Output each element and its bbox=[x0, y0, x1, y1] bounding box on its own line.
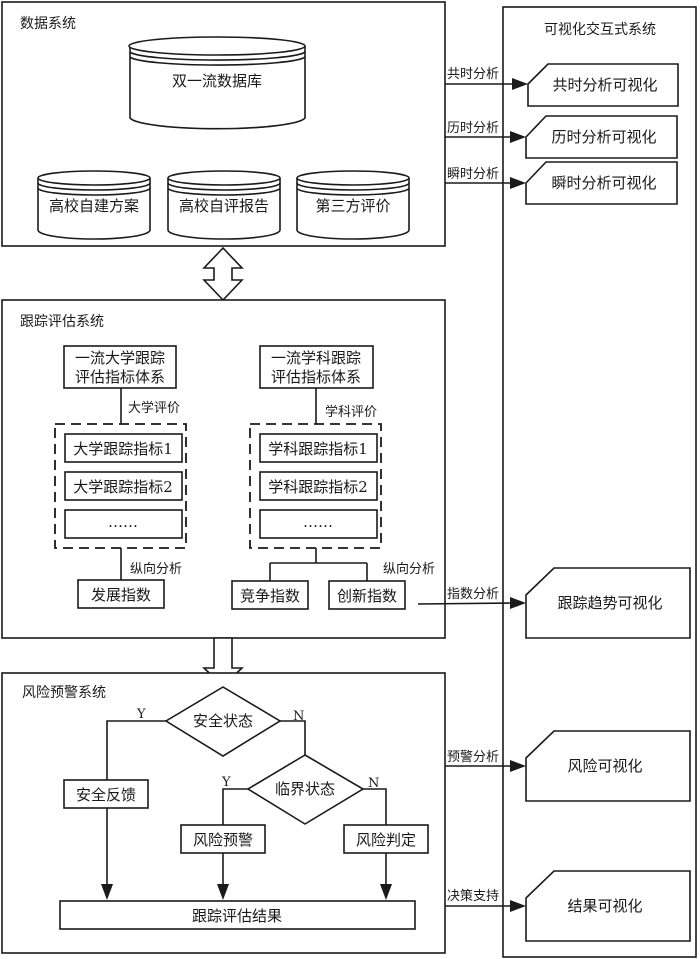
university-indicator-label: …… bbox=[108, 513, 138, 531]
university-framework-box bbox=[63, 345, 177, 389]
tracking-system: 跟踪评估系统 一流大学跟踪 评估指标体系 大学评价 大学跟踪指标1 大学跟踪指标… bbox=[1, 299, 446, 639]
arrow-head-icon bbox=[510, 131, 526, 143]
development-index-box bbox=[77, 579, 165, 609]
arrow-head-icon bbox=[101, 884, 113, 900]
discipline-analysis-label: 纵向分析 bbox=[383, 561, 435, 577]
visual-panel bbox=[525, 115, 678, 159]
link-label: 决策支持 bbox=[447, 888, 499, 904]
critical-state-decision bbox=[246, 754, 365, 825]
visual-panel bbox=[527, 63, 679, 107]
visual-panel-label: 结果可视化 bbox=[567, 897, 642, 915]
safety-state-label: 安全状态 bbox=[193, 712, 253, 730]
university-indicator-box bbox=[64, 509, 183, 539]
innovation-index-label: 创新指数 bbox=[337, 587, 397, 605]
university-indicator-label: 大学跟踪指标1 bbox=[73, 440, 173, 458]
arrow-head-icon bbox=[510, 900, 526, 912]
discipline-indicator-box bbox=[259, 509, 378, 539]
competition-index-box bbox=[231, 580, 309, 610]
link-label: 指数分析 bbox=[447, 587, 499, 602]
link-label: 共时分析 bbox=[447, 67, 499, 82]
safety-state-decision bbox=[164, 686, 282, 757]
link-label: 历时分析 bbox=[447, 121, 499, 136]
risk-judgment-box bbox=[343, 824, 429, 854]
risk-warning-box bbox=[180, 824, 266, 854]
arrow-head-icon bbox=[510, 760, 526, 772]
sub-database-cylinder: 高校自建方案 bbox=[37, 170, 151, 240]
visual-panel-label: 瞬时分析可视化 bbox=[551, 174, 656, 192]
university-analysis-label: 纵向分析 bbox=[130, 561, 182, 577]
visual-system-title: 可视化交互式系统 bbox=[544, 21, 656, 38]
risk-system-title: 风险预警系统 bbox=[22, 685, 106, 701]
visual-panel-label: 风险可视化 bbox=[567, 757, 642, 775]
discipline-indicator-label: …… bbox=[303, 513, 333, 531]
sub-database-cylinder: 高校自评报告 bbox=[167, 170, 281, 240]
discipline-framework-line1: 一流学科跟踪 bbox=[271, 349, 361, 367]
visual-panel-label: 共时分析可视化 bbox=[552, 76, 657, 94]
risk-judgment-label: 风险判定 bbox=[356, 831, 416, 849]
safe-feedback-box bbox=[63, 779, 149, 809]
arrow-head-icon bbox=[510, 597, 526, 609]
arrow-head-icon bbox=[380, 884, 392, 900]
competition-index-label: 竞争指数 bbox=[240, 587, 300, 605]
discipline-indicator-label: 学科跟踪指标1 bbox=[268, 440, 368, 458]
visual-panel-label: 历时分析可视化 bbox=[551, 128, 656, 146]
link-label: 预警分析 bbox=[447, 749, 499, 765]
main-database-label: 双一流数据库 bbox=[172, 72, 262, 90]
innovation-index-box bbox=[328, 580, 406, 610]
no-label: N bbox=[368, 776, 379, 791]
arrow-head-icon bbox=[510, 177, 526, 189]
development-index-label: 发展指数 bbox=[91, 586, 151, 604]
critical-state-label: 临界状态 bbox=[275, 780, 335, 798]
risk-warning-label: 风险预警 bbox=[193, 831, 253, 849]
data-system: 数据系统 双一流数据库 高校自建方案 高校自评报告 bbox=[1, 1, 446, 247]
arrow-head-icon bbox=[512, 78, 528, 90]
visual-panel-label: 跟踪趋势可视化 bbox=[557, 594, 662, 612]
visual-panel bbox=[525, 870, 691, 942]
discipline-indicator-box bbox=[259, 471, 378, 501]
university-indicator-box bbox=[64, 433, 183, 463]
arrow-head-icon bbox=[217, 884, 229, 900]
university-indicator-box bbox=[64, 471, 183, 501]
visual-panel bbox=[525, 161, 678, 205]
link-label: 瞬时分析 bbox=[447, 167, 499, 182]
university-framework-line1: 一流大学跟踪 bbox=[75, 349, 165, 367]
tracking-system-title: 跟踪评估系统 bbox=[20, 314, 104, 330]
bidirectional-arrow-icon bbox=[202, 246, 244, 302]
visual-panel bbox=[525, 730, 691, 802]
discipline-eval-label: 学科评价 bbox=[325, 404, 377, 420]
university-framework-line2: 评估指标体系 bbox=[75, 368, 165, 386]
risk-system: 风险预警系统 安全状态 Y N 安全反馈 临界状态 Y N 风险预警 风险判定 … bbox=[1, 672, 446, 954]
sub-database-cylinder: 第三方评价 bbox=[296, 170, 410, 240]
sub-database-label: 第三方评价 bbox=[315, 197, 390, 215]
visual-system: 可视化交互式系统 共时分析 共时分析可视化 历时分析 历时分析可视化 瞬时分析 … bbox=[417, 6, 697, 958]
sub-database-label: 高校自建方案 bbox=[49, 197, 139, 215]
safe-feedback-label: 安全反馈 bbox=[76, 786, 136, 804]
sub-database-label: 高校自评报告 bbox=[179, 197, 269, 215]
discipline-indicator-label: 学科跟踪指标2 bbox=[268, 478, 368, 496]
discipline-indicator-box bbox=[259, 433, 378, 463]
main-database-cylinder: 双一流数据库 bbox=[128, 36, 306, 130]
university-eval-label: 大学评价 bbox=[128, 400, 180, 416]
evaluation-result-label: 跟踪评估结果 bbox=[192, 907, 282, 925]
visual-panel bbox=[525, 567, 691, 639]
yes-label: Y bbox=[136, 707, 146, 722]
yes-label: Y bbox=[221, 775, 231, 790]
discipline-framework-line2: 评估指标体系 bbox=[271, 368, 361, 386]
data-system-title: 数据系统 bbox=[20, 16, 76, 32]
no-label: N bbox=[293, 709, 304, 724]
evaluation-result-box bbox=[59, 900, 416, 930]
university-indicator-label: 大学跟踪指标2 bbox=[73, 478, 173, 496]
